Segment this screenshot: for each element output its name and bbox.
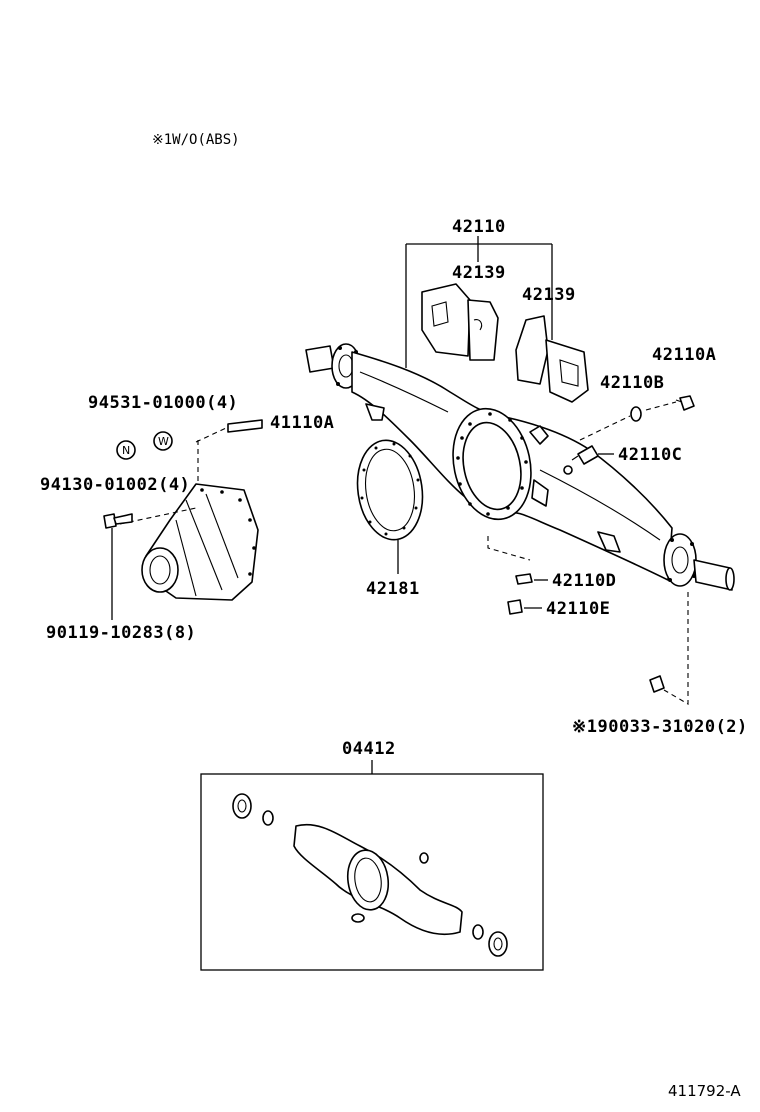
axle-housing-drawing bbox=[305, 343, 735, 591]
plug-42110E-drawing bbox=[507, 599, 523, 615]
washer-42110B-drawing bbox=[630, 406, 642, 422]
callout-42110E: 42110E bbox=[546, 599, 610, 619]
differential-carrier-drawing bbox=[141, 483, 259, 601]
callout-42110D: 42110D bbox=[552, 571, 616, 591]
callout-42110: 42110 bbox=[452, 217, 506, 237]
breather-42110C-drawing bbox=[571, 445, 599, 465]
w-mark: W bbox=[158, 435, 169, 448]
washer-w-symbol bbox=[153, 431, 173, 451]
callout-42110A-top: 42110A bbox=[652, 345, 716, 365]
callout-94531: 94531-01000(4) bbox=[88, 393, 238, 413]
callout-42110B: 42110B bbox=[600, 373, 664, 393]
spring-seat-left-drawing bbox=[421, 283, 499, 361]
callout-42139-right: 42139 bbox=[522, 285, 576, 305]
bolt-90119-drawing bbox=[103, 513, 133, 529]
gasket-42181-drawing bbox=[356, 439, 424, 541]
stud-41110A-drawing bbox=[227, 419, 263, 433]
bolt-42110A-drawing bbox=[675, 395, 695, 411]
callout-94130: 94130-01002(4) bbox=[40, 475, 190, 495]
callout-04412: 04412 bbox=[342, 739, 396, 759]
callout-42139-left: 42139 bbox=[452, 263, 506, 283]
spring-seat-right-drawing bbox=[515, 315, 589, 403]
callout-190033: ※190033-31020(2) bbox=[572, 717, 748, 737]
figure-reference: 411792-A bbox=[668, 1082, 741, 1100]
nut-n-symbol bbox=[116, 440, 136, 460]
abs-note: ※1W/O(ABS) bbox=[152, 132, 240, 148]
kit-04412-drawing bbox=[232, 793, 508, 957]
callout-42110C: 42110C bbox=[618, 445, 682, 465]
n-mark: N bbox=[122, 444, 130, 457]
callout-41110A: 41110A bbox=[270, 413, 334, 433]
callout-90119: 90119-10283(8) bbox=[46, 623, 196, 643]
nut-190033-drawing bbox=[649, 675, 665, 693]
kit-04412-box bbox=[200, 773, 544, 971]
callout-42181: 42181 bbox=[366, 579, 420, 599]
seal-42110D-drawing bbox=[515, 573, 533, 585]
